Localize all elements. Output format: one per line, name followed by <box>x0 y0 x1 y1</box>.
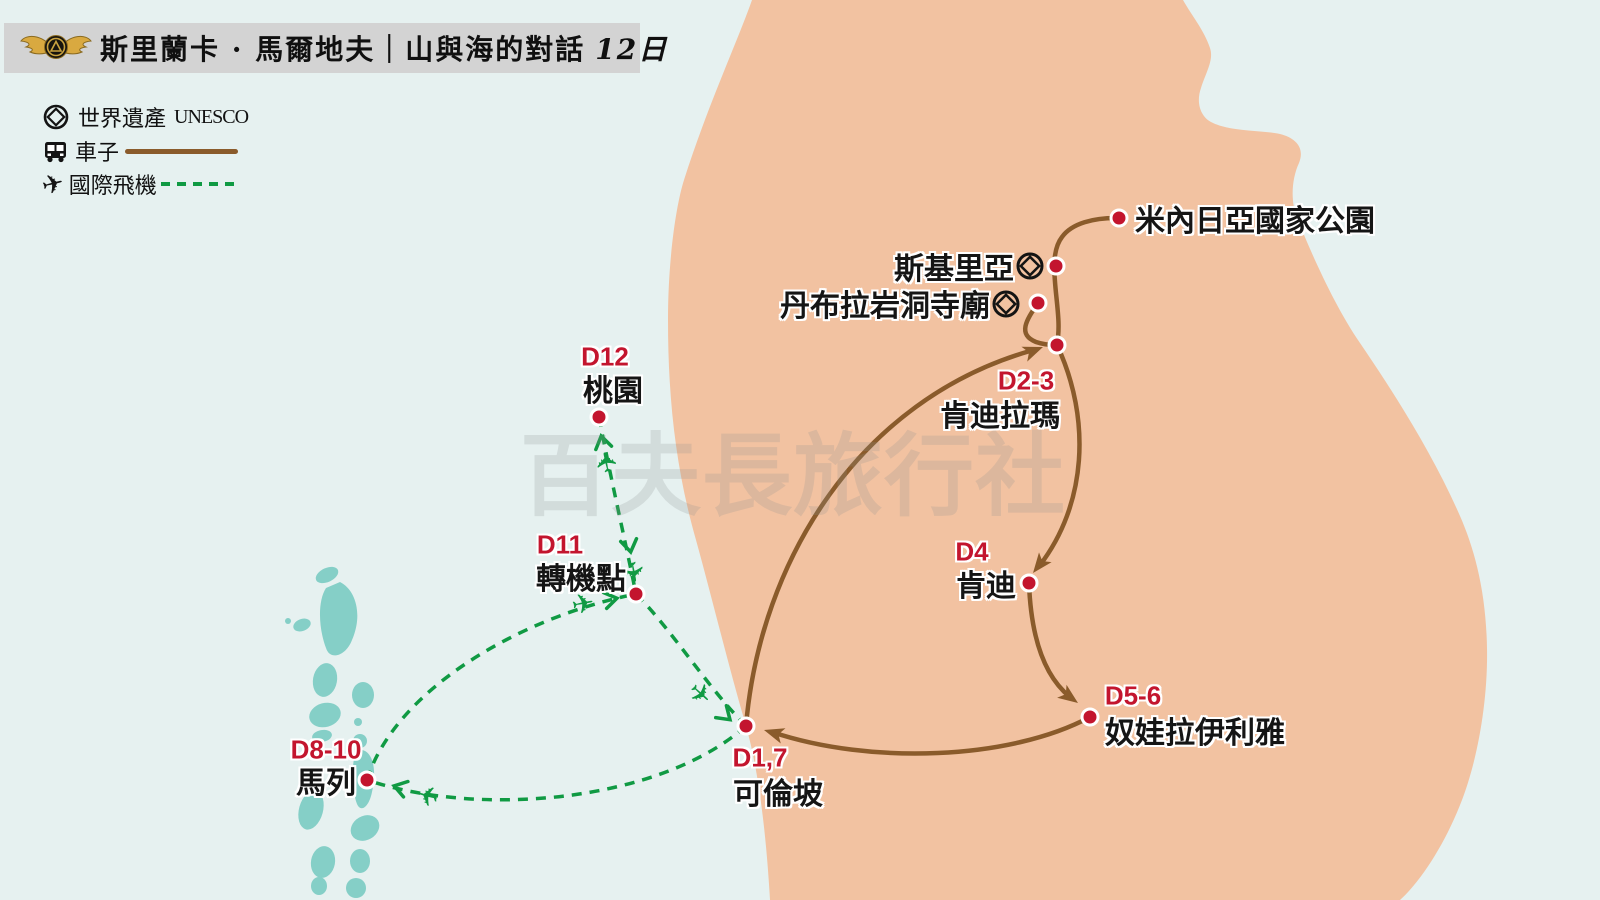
location-dot-taoyuan <box>589 407 609 427</box>
unesco-icon <box>992 290 1020 318</box>
bus-route-kandalama-sigiriya-minneriya <box>1052 215 1119 346</box>
location-dot-minneriya <box>1109 208 1129 228</box>
label-sigiriya: 斯基里亞 <box>894 253 1014 286</box>
location-dot-nuwara <box>1080 707 1100 727</box>
maldives-islands <box>285 566 380 898</box>
flight-plane-icon: ✈ <box>413 777 443 812</box>
day-kandalama: D2-3 <box>997 365 1055 396</box>
arrowhead-icon <box>1021 346 1043 362</box>
legend-unesco-label: 世界遺產 <box>78 107 167 132</box>
bus-icon <box>42 138 69 165</box>
legend-bus-label: 車子 <box>75 141 120 166</box>
flight-plane-icon: ✈ <box>569 587 597 621</box>
bus-route-kandy-nuwara <box>1026 580 1073 700</box>
bus-route-arrowheads <box>764 346 1078 744</box>
bus-route-kandalama-kandy <box>1037 342 1082 568</box>
label-transit: 轉機點 <box>536 563 626 596</box>
arrowhead-icon <box>1057 684 1078 703</box>
label-kandy: 肯迪 <box>956 570 1016 603</box>
label-nuwara: 奴娃拉伊利雅 <box>1105 717 1285 750</box>
flight-plane-icon: ✈ <box>682 675 719 712</box>
title-text: 斯里蘭卡 · 馬爾地夫｜山與海的對話 <box>100 33 586 66</box>
flight-plane-icon: ✈ <box>616 558 649 585</box>
flight-route-colombo-male <box>366 724 748 802</box>
title-days: 12日 <box>595 33 669 66</box>
legend-row-unesco: 世界遺產 UNESCO <box>42 101 249 133</box>
legend-row-bus: 車子 <box>42 135 239 167</box>
location-dots <box>357 208 1129 790</box>
plane-icon: ✈ <box>38 166 67 201</box>
location-dot-kandy <box>1019 573 1039 593</box>
label-minneriya: 米內日亞國家公園 <box>1135 205 1375 238</box>
header-bar: 斯里蘭卡 · 馬爾地夫｜山與海的對話 12日 <box>4 23 666 73</box>
flight-arrow-icon <box>594 433 614 452</box>
day-colombo: D1,7 <box>732 742 788 773</box>
day-transit: D11 <box>536 529 584 560</box>
legend-flight-label: 國際飛機 <box>68 174 157 199</box>
arrowhead-icon <box>1033 552 1052 573</box>
flight-arrow-icon <box>601 590 621 611</box>
bus-route-colombo-kandalama <box>743 348 1033 729</box>
centurion-logo-icon <box>18 30 94 66</box>
watermark: 百夫長旅行社 <box>520 427 1066 527</box>
flight-route-transit-colombo <box>634 592 748 728</box>
label-male: 馬列 <box>296 767 356 800</box>
location-dot-male <box>357 770 377 790</box>
label-dambulla: 丹布拉岩洞寺廟 <box>780 290 990 323</box>
day-nuwara: D5-6 <box>1104 680 1162 711</box>
legend-row-flight: ✈ 國際飛機 <box>38 166 237 201</box>
arrowhead-icon <box>764 728 786 744</box>
legend-unesco-sub: UNESCO <box>174 105 249 128</box>
legend-bus-line <box>125 148 239 154</box>
day-taoyuan: D12 <box>581 341 629 372</box>
location-dot-dambulla <box>1028 293 1048 313</box>
label-colombo: 可倫坡 <box>733 778 823 811</box>
unesco-map-icons <box>992 252 1044 318</box>
location-dot-kandalama <box>1047 335 1067 355</box>
label-kandalama: 肯迪拉瑪 <box>940 400 1060 433</box>
location-dot-colombo <box>736 716 756 736</box>
unesco-icon <box>1016 252 1044 280</box>
unesco-icon <box>42 103 70 131</box>
flight-route-male-transit <box>365 592 637 781</box>
bus-routes <box>743 215 1119 756</box>
location-dot-sigiriya <box>1046 256 1066 276</box>
day-male: D8-10 <box>290 734 362 765</box>
location-dot-transit <box>626 584 646 604</box>
day-kandy: D4 <box>955 536 989 567</box>
page-title: 斯里蘭卡 · 馬爾地夫｜山與海的對話 12日 <box>100 23 668 73</box>
label-taoyuan: 桃園 <box>583 375 643 408</box>
legend-flight-line <box>160 182 237 186</box>
flight-arrow-icon <box>713 703 733 722</box>
flight-arrow-icon <box>391 779 410 799</box>
bus-route-nuwara-colombo <box>769 714 1093 756</box>
flight-arrow-icon <box>618 536 639 556</box>
